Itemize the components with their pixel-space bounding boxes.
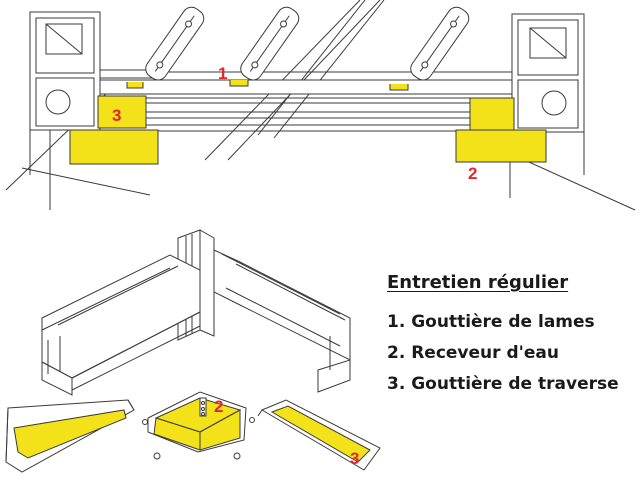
right-gutter xyxy=(257,399,381,471)
right-beam xyxy=(213,249,351,393)
callout-3-top: 3 xyxy=(112,106,121,125)
right-post xyxy=(511,13,585,175)
blade-gutters xyxy=(126,80,409,91)
legend-item-water-receiver: 2. Receveur d'eau xyxy=(387,343,559,363)
callout-1-top: 1 xyxy=(218,64,227,83)
section-view xyxy=(5,0,636,211)
legend-item-blade-gutter: 1. Gouttière de lames xyxy=(387,312,595,332)
callout-2-top: 2 xyxy=(468,164,477,183)
legend: Entretien régulier 1. Gouttière de lames… xyxy=(387,272,619,405)
left-beam xyxy=(41,254,201,396)
water-receiver xyxy=(142,391,255,460)
callout-2-bottom: 2 xyxy=(214,397,223,416)
left-post xyxy=(29,11,156,175)
diagonal-beams xyxy=(5,0,636,211)
legend-title: Entretien régulier xyxy=(387,272,569,293)
isometric-view xyxy=(5,229,381,473)
callout-3-bottom: 3 xyxy=(350,449,359,468)
legend-item-crossbar-gutter: 3. Gouttière de traverse xyxy=(387,374,619,394)
left-gutter xyxy=(5,399,135,473)
yellow-parts-top xyxy=(69,95,547,165)
louvre-blades xyxy=(145,6,470,81)
